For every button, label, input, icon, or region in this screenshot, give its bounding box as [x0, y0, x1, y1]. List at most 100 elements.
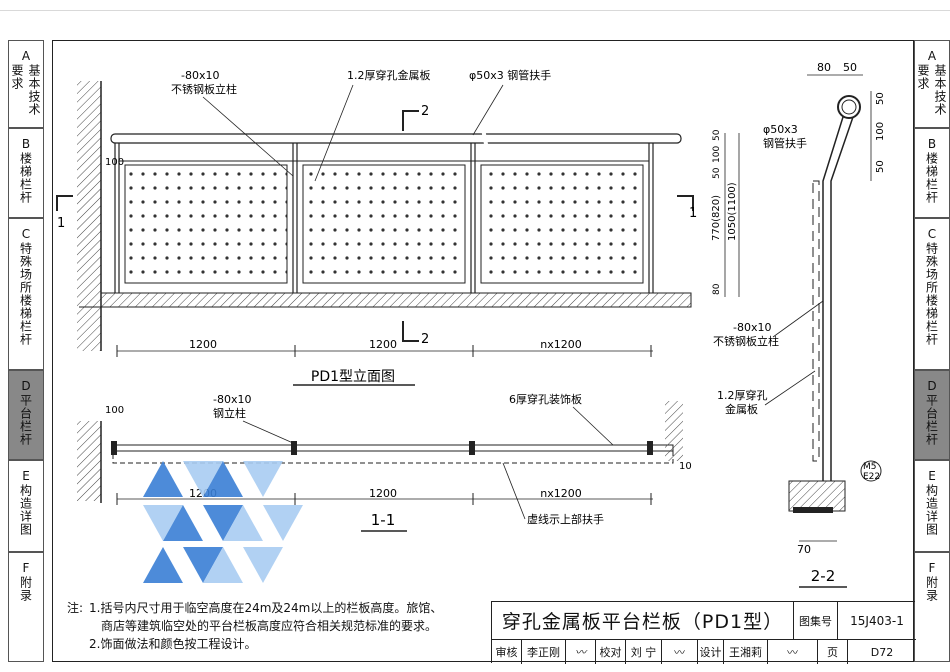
notes-prefix: 注: — [67, 601, 84, 615]
top-divider — [0, 10, 950, 11]
vdim-50: 50 — [712, 129, 722, 141]
label-post-name: 不锈钢板立柱 — [171, 82, 237, 96]
chapter-tab-letter: D — [925, 379, 939, 394]
section-handrail — [837, 95, 861, 119]
section-label-post: -80x10 — [733, 321, 771, 334]
design-name: 王湘莉 — [724, 640, 768, 664]
chapter-tab-label: 平台栏杆 — [924, 394, 939, 446]
section-dim-70: 70 — [797, 543, 811, 556]
design-label: 设计 — [698, 640, 724, 664]
chapter-tab-label: 特殊场所楼梯栏杆 — [18, 242, 33, 346]
section-dim-80: 80 — [817, 61, 831, 74]
chapter-tab-letter: C — [19, 227, 33, 242]
label-handrail: φ50x3 钢管扶手 — [469, 68, 551, 82]
vdim-80: 80 — [712, 283, 722, 295]
elevation-view: 1200 1200 nx1200 100 -80x10 不锈钢板立柱 1.2厚穿… — [56, 68, 697, 386]
title-block: 穿孔金属板平台栏板（PD1型） 图集号 15J403-1 审核 李正刚 〰 校对… — [491, 601, 916, 664]
chapter-tab-label: 构造详图 — [18, 484, 33, 536]
plan-label-deco: 6厚穿孔装饰板 — [509, 392, 582, 406]
check-label: 校对 — [596, 640, 626, 664]
chapter-tab-letter: A — [19, 49, 33, 64]
section-vdim-50c: 50 — [875, 160, 886, 173]
chapter-tab-label: 平台栏杆 — [18, 394, 33, 446]
section-label-rail2: 钢管扶手 — [763, 136, 807, 150]
plan-label-post-size: -80x10 — [213, 393, 251, 406]
label-post-size: -80x10 — [181, 69, 219, 82]
page-number: D72 — [870, 645, 894, 659]
chapter-tab-letter: E — [925, 469, 939, 484]
elevation-title: PD1型立面图 — [311, 369, 395, 385]
chapter-tab-letter: E — [19, 469, 33, 484]
dim-n1200: nx1200 — [540, 338, 581, 351]
note-line-1: 1.括号内尺寸用于临空高度在24m及24m以上的栏板高度。旅馆、 — [89, 601, 443, 615]
cut-mark-1-left: 1 — [57, 216, 65, 231]
drawing-frame: 1200 1200 nx1200 100 -80x10 不锈钢板立柱 1.2厚穿… — [52, 40, 916, 664]
dim-1200-a: 1200 — [189, 338, 217, 351]
section-label-post2: 不锈钢板立柱 — [713, 334, 779, 348]
plan-handrail — [112, 444, 674, 452]
dim-1200-b: 1200 — [369, 338, 397, 351]
review-signature: 〰 — [566, 640, 596, 664]
vdim-1050: 1050(1100) — [727, 182, 738, 241]
chapter-tab-label: 楼梯栏杆 — [18, 152, 33, 204]
review-label: 审核 — [492, 640, 522, 664]
perforated-panel — [480, 164, 644, 284]
chapter-tab-label: 基本技术要求 — [10, 64, 41, 116]
handrail — [110, 133, 682, 144]
section-vdim-100: 100 — [875, 122, 886, 141]
drawing-title: 穿孔金属板平台栏板（PD1型） — [492, 602, 794, 640]
perforated-panel — [302, 164, 466, 284]
plan-dim-1200-b: 1200 — [369, 487, 397, 500]
check-name: 刘 宁 — [626, 640, 662, 664]
section-view: 70 M5 E22 80 50 50 100 50 φ50x3 钢管扶手 -80… — [711, 61, 886, 588]
section-bolt-2: E22 — [863, 472, 880, 482]
label-panel: 1.2厚穿孔金属板 — [347, 68, 431, 82]
plan-title: 1-1 — [371, 511, 396, 529]
plan-handrail-dashed — [112, 450, 674, 464]
chapter-tab-label: 特殊场所楼梯栏杆 — [924, 242, 939, 346]
chapter-tab-letter: B — [925, 137, 939, 152]
chapter-tab-label: 附录 — [924, 576, 939, 602]
drawing-canvas: 1200 1200 nx1200 100 -80x10 不锈钢板立柱 1.2厚穿… — [56, 61, 886, 588]
note-line-3: 2.饰面做法和颜色按工程设计。 — [89, 637, 257, 651]
section-dim-50: 50 — [843, 61, 857, 74]
cut-mark-1-right: 1 — [689, 206, 697, 221]
atlas-label: 图集号 — [794, 602, 838, 640]
atlas-number: 15J403-1 — [838, 602, 916, 640]
cut-mark-2-bottom: 2 — [421, 332, 429, 347]
chapter-tab-letter: B — [19, 137, 33, 152]
plan-dim-n1200: nx1200 — [540, 487, 581, 500]
wall-hatch — [77, 81, 101, 351]
perforated-panel — [124, 164, 288, 284]
vdim-50b: 50 — [712, 167, 722, 179]
section-label-rail: φ50x3 — [763, 123, 798, 136]
chapter-tab-label: 构造详图 — [924, 484, 939, 536]
section-vdim-50: 50 — [875, 92, 886, 105]
chapter-tab-letter: A — [925, 49, 939, 64]
chapter-tab-label: 楼梯栏杆 — [924, 152, 939, 204]
vdim-770: 770(820) — [711, 195, 722, 241]
chapter-tab-label: 附录 — [18, 576, 33, 602]
plan-dim-10: 10 — [679, 461, 692, 472]
plan-view: 1200 1200 nx1200 100 10 -80x10 钢立柱 6厚穿孔装… — [77, 392, 692, 583]
check-signature: 〰 — [662, 640, 698, 664]
section-bolt: M5 — [863, 462, 877, 472]
chapter-tab-letter: C — [925, 227, 939, 242]
section-label-panel: 1.2厚穿孔 — [717, 388, 768, 402]
chapter-tab-letter: F — [925, 561, 939, 576]
plan-dim-100: 100 — [105, 405, 124, 416]
